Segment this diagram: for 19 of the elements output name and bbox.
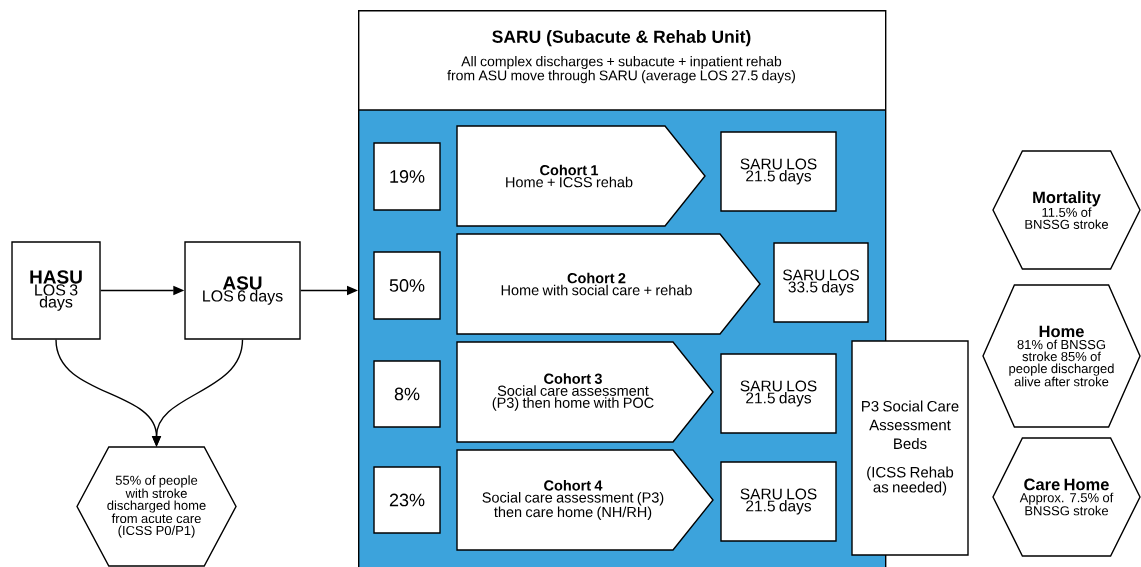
percentage-box: 8% — [373, 360, 441, 428]
percentage-box: 19% — [373, 142, 441, 211]
duration-box: SARU LOS 21.5 days — [720, 353, 837, 434]
cohort-pentagon: Cohort 4 Social care assessment (P3) then care home (NH/RH) — [456, 449, 714, 551]
outcome-hexagon: Home 81% of BNSSG stroke 85% of people discharged alive after stroke — [982, 284, 1141, 428]
outcome-hexagon: Mortality 11.5% of BNSSG stroke — [992, 150, 1141, 270]
process-box: ASU LOS 6 days — [184, 241, 301, 340]
percentage-box: 23% — [373, 466, 441, 534]
percentage-box: 50% — [373, 251, 441, 320]
beds-box: P3 Social Care Assessment Beds (ICSS Rehab as needed) — [851, 340, 969, 556]
cohort-pentagon: Cohort 1 Home + ICSS rehab — [456, 125, 706, 227]
cohort-pentagon: Cohort 2 Home with social care + rehab — [456, 233, 761, 335]
duration-box: SARU LOS 21.5 days — [720, 461, 837, 542]
duration-box: SARU LOS 21.5 days — [720, 131, 837, 212]
cohort-pentagon: Cohort 3 Social care assessment (P3) then home with POC — [456, 341, 714, 443]
outcome-hexagon: Care Home Approx. 7.5% of BNSSG stroke — [992, 437, 1141, 557]
duration-box: SARU LOS 33.5 days — [773, 242, 869, 323]
outcome-hexagon: 55% of people with stroke discharged home from acute care (ICSS P0/P1) — [76, 446, 237, 567]
process-box: HASU LOS 3 days — [11, 241, 101, 340]
